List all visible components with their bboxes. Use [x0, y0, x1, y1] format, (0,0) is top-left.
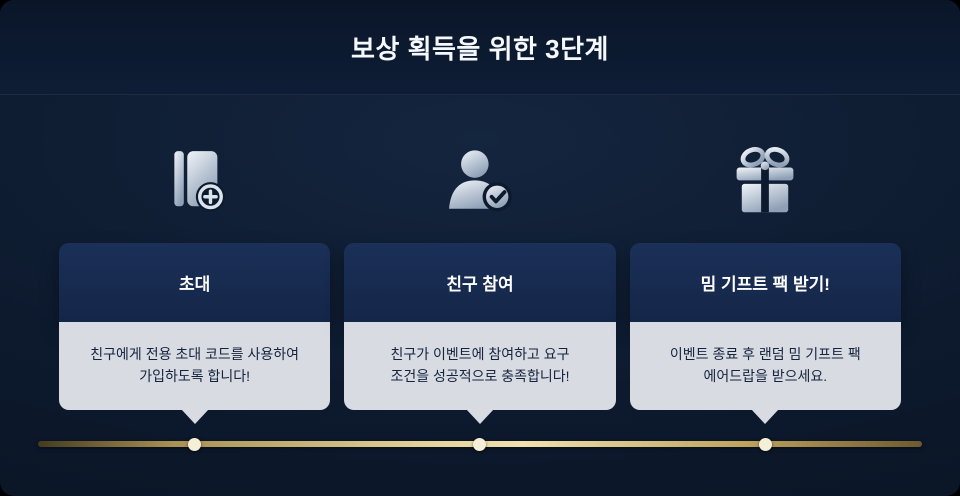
step-card-invite: 초대 친구에게 전용 초대 코드를 사용하여 가입하도록 합니다! — [59, 243, 331, 424]
header: 보상 획득을 위한 3단계 — [0, 0, 960, 95]
card-description: 친구가 이벤트에 참여하고 요구 조건을 성공적으로 충족합니다! — [390, 346, 570, 384]
step-cards-row: 초대 친구에게 전용 초대 코드를 사용하여 가입하도록 합니다! 친구 참여 … — [0, 243, 960, 424]
card-header: 친구 참여 — [344, 243, 616, 322]
step-2-icon-cell — [344, 137, 615, 229]
card-body: 친구가 이벤트에 참여하고 요구 조건을 성공적으로 충족합니다! — [344, 322, 616, 410]
page-title: 보상 획득을 위한 3단계 — [351, 33, 609, 64]
card-title: 친구 참여 — [446, 275, 514, 294]
card-body: 이벤트 종료 후 랜덤 밈 기프트 팩 에어드랍을 받으세요. — [629, 322, 901, 410]
card-pointer — [751, 409, 780, 424]
step-icons-row — [0, 137, 960, 229]
step-card-friend-join: 친구 참여 친구가 이벤트에 참여하고 요구 조건을 성공적으로 충족합니다! — [344, 243, 616, 424]
progress-dot — [758, 437, 772, 451]
friend-check-icon — [449, 150, 512, 212]
card-header: 초대 — [59, 243, 331, 322]
progress-dot — [473, 437, 487, 451]
card-description: 친구에게 전용 초대 코드를 사용하여 가입하도록 합니다! — [90, 346, 300, 384]
step-1-icon-cell — [59, 137, 330, 229]
card-description: 이벤트 종료 후 랜덤 밈 기프트 팩 에어드랍을 받으세요. — [669, 346, 861, 384]
progress-dots-row — [38, 437, 922, 451]
card-title: 초대 — [179, 275, 211, 294]
step-3-icon-cell — [630, 137, 901, 229]
card-pointer — [465, 409, 494, 424]
gift-box-icon — [736, 147, 794, 213]
card-pointer — [180, 409, 209, 424]
card-body: 친구에게 전용 초대 코드를 사용하여 가입하도록 합니다! — [59, 322, 331, 410]
progress-zone — [38, 437, 922, 451]
progress-dot — [188, 437, 202, 451]
card-title: 밈 기프트 팩 받기! — [700, 275, 830, 294]
step-card-gift-pack: 밈 기프트 팩 받기! 이벤트 종료 후 랜덤 밈 기프트 팩 에어드랍을 받으… — [629, 243, 901, 424]
card-header: 밈 기프트 팩 받기! — [629, 243, 901, 322]
invite-book-plus-icon — [174, 151, 225, 212]
